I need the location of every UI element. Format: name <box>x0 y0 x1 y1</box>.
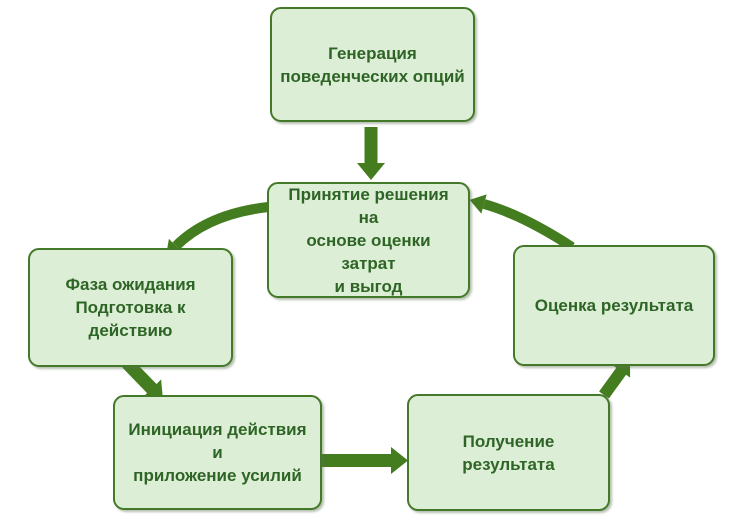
arrow-initiation-to-result-icon <box>321 447 408 474</box>
node-result-label: Получение результата <box>462 431 555 474</box>
arrow-generation-to-decision-icon <box>357 127 385 180</box>
node-decision-label: Принятие решения на основе оценки затрат… <box>288 184 449 296</box>
node-initiation: Инициация действия и приложение усилий <box>113 395 322 510</box>
node-waiting: Фаза ожидания Подготовка к действию <box>28 248 233 367</box>
node-initiation-label: Инициация действия и приложение усилий <box>128 420 307 485</box>
node-evaluation: Оценка результата <box>513 245 715 366</box>
arrow-result-to-evaluation-icon <box>599 359 631 399</box>
node-decision: Принятие решения на основе оценки затрат… <box>267 182 470 298</box>
arrow-waiting-to-initiation-icon <box>122 358 163 400</box>
node-generation-label: Генерация поведенческих опций <box>280 43 465 86</box>
node-waiting-label: Фаза ожидания Подготовка к действию <box>65 275 196 340</box>
node-evaluation-label: Оценка результата <box>534 296 694 315</box>
node-generation: Генерация поведенческих опций <box>270 7 475 122</box>
arrow-evaluation-to-decision-icon <box>469 194 575 252</box>
node-result: Получение результата <box>407 394 610 511</box>
